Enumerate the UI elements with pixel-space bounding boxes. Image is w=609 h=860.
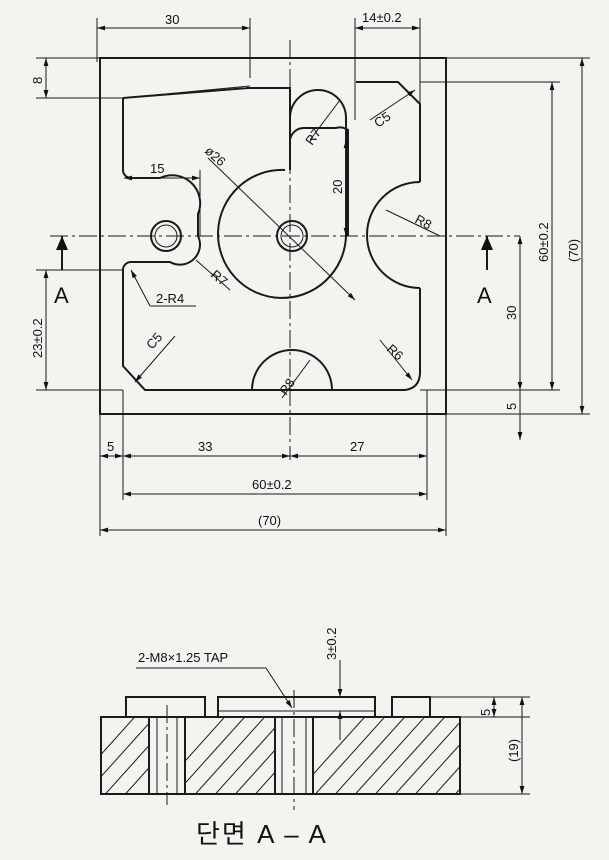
- section-mark-right: A: [477, 283, 492, 308]
- dim-top-30: 30: [165, 12, 179, 27]
- dim-right-5: 5: [504, 403, 519, 410]
- callout-r8-right: R8: [413, 211, 435, 232]
- dim-bottom-60: 60±0.2: [252, 477, 292, 492]
- hatch-middle: [185, 717, 275, 794]
- dim-hole-20: 20: [330, 180, 345, 194]
- dim-right-60: 60±0.2: [536, 222, 551, 262]
- dim-right-30: 30: [504, 306, 519, 320]
- callout-c5-bottom: C5: [143, 330, 165, 352]
- callout-c5-top: C5: [371, 109, 393, 131]
- dim-bottom-27: 27: [350, 439, 364, 454]
- dim-bottom-33: 33: [198, 439, 212, 454]
- dim-left-23: 23±0.2: [30, 318, 45, 358]
- section-mark-left: A: [54, 283, 69, 308]
- plan-view: 30 14±0.2 8 60±0.2 (70) 30 5 23±0.2 5 33…: [30, 10, 590, 536]
- dim-bottom-5: 5: [107, 439, 114, 454]
- dim-depth-3: 3±0.2: [324, 628, 339, 660]
- callout-r4: 2-R4: [156, 291, 184, 306]
- dim-hole-15: 15: [150, 161, 164, 176]
- hatch-left: [101, 717, 149, 794]
- dim-right-70: (70): [566, 239, 581, 262]
- dim-height-19: (19): [506, 739, 521, 762]
- callout-r7-lower: R7: [208, 267, 230, 289]
- r8-right-notch: [366, 181, 421, 289]
- top-slope: [122, 85, 251, 99]
- callout-r8-bottom: R8: [276, 375, 298, 397]
- dim-bottom-70: (70): [258, 513, 281, 528]
- section-top-step: [125, 696, 431, 717]
- callout-dia26: ø26: [202, 143, 229, 169]
- notch-top: [289, 89, 347, 236]
- section-title: 단면 A – A: [196, 819, 328, 849]
- section-view: 2-M8×1.25 TAP 3±0.2 5 (19) 단면 A – A: [100, 628, 530, 849]
- boss-circle: [217, 168, 347, 299]
- r8-bottom-notch: [251, 349, 333, 391]
- dim-top-14: 14±0.2: [362, 10, 402, 25]
- dim-left-8: 8: [30, 77, 45, 84]
- dim-step-5: 5: [478, 709, 493, 716]
- section-body: [100, 716, 461, 795]
- outer-outline: [99, 57, 447, 415]
- callout-r6: R6: [384, 341, 406, 363]
- hatch-right: [313, 717, 460, 794]
- tap-note: 2-M8×1.25 TAP: [138, 650, 228, 665]
